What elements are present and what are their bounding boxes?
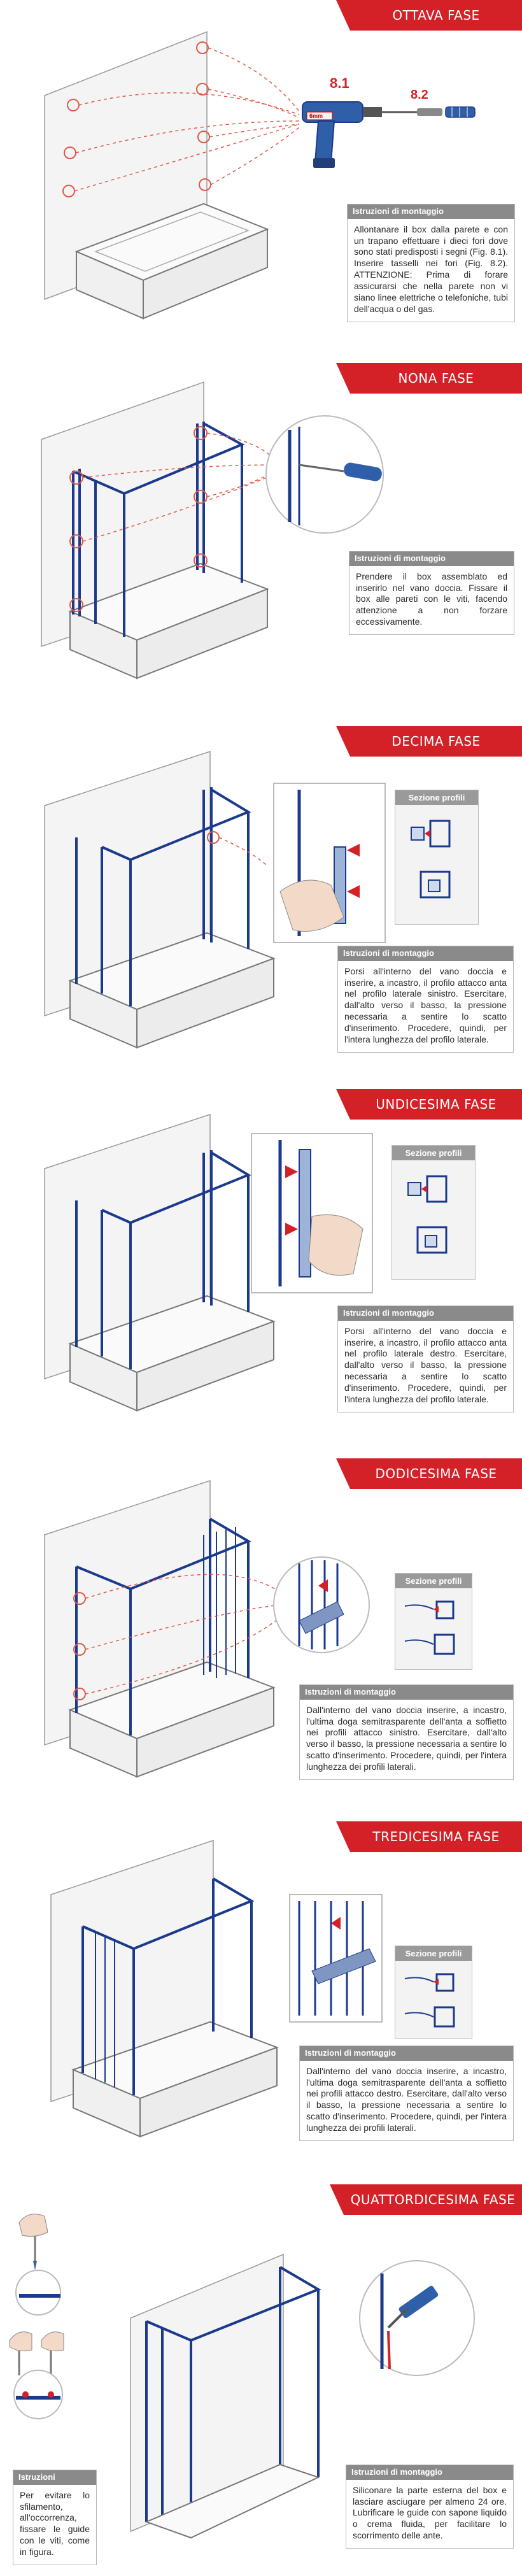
box-fixing-illustration — [41, 381, 384, 680]
phase-title: DODICESIMA FASE — [336, 1458, 522, 1489]
instructions-box: Istruzioni di montaggio Prendere il box … — [349, 551, 514, 636]
profile-insertion-right-illustration — [44, 1113, 373, 1412]
phase-title: OTTAVA FASE — [336, 0, 522, 31]
side-instructions-box: Istruzioni Per evitare lo sfilamento, al… — [13, 2470, 97, 2566]
instructions-text: Siliconare la parte esterna del box e la… — [353, 2484, 507, 2541]
profile-section-diagram — [404, 1600, 455, 1655]
section-heading: Sezione profili — [392, 1146, 475, 1160]
side-instructions-heading: Istruzioni — [13, 2470, 96, 2485]
instructions-text: Allontanare il box dalla parete e con un… — [354, 224, 508, 314]
silicone-sealing-illustration — [9, 2214, 475, 2539]
instructions-heading: Istruzioni di montaggio — [346, 2465, 513, 2480]
phase-title: DECIMA FASE — [336, 726, 522, 757]
instructions-heading: Istruzioni di montaggio — [349, 551, 514, 566]
profile-section-diagram — [404, 1973, 455, 2028]
section-profile-panel: Sezione profili — [392, 1145, 476, 1280]
section-profile-panel: Sezione profili — [395, 1573, 472, 1670]
folding-door-left-illustration — [44, 1479, 370, 1778]
instructions-text: Porsi all'interno del vano doccia e inse… — [344, 1325, 507, 1405]
instructions-text: Prendere il box assemblato ed inserirlo … — [356, 571, 507, 627]
instructions-box: Istruzioni di montaggio Porsi all'intern… — [337, 1306, 514, 1413]
instructions-text: Porsi all'interno del vano doccia e inse… — [344, 965, 507, 1045]
section-profile-panel: Sezione profili — [395, 790, 479, 925]
instructions-heading: Istruzioni di montaggio — [300, 2046, 513, 2061]
instructions-heading: Istruzioni di montaggio — [300, 1685, 513, 1700]
section-heading: Sezione profili — [395, 1946, 472, 1961]
phase-ottava: OTTAVA FASE — [0, 0, 522, 353]
instructions-heading: Istruzioni di montaggio — [338, 946, 513, 961]
phase-nona: NONA FASE Istruzioni di montaggi — [0, 363, 522, 720]
phase-quattordicesima: QUATTORDICESIMA FASE Istruzioni Per evit — [0, 2184, 522, 2576]
phase-tredicesima: TREDICESIMA FASE Sezione profili — [0, 1821, 522, 2178]
side-instructions-text: Per evitare lo sfilamento, all'occorrenz… — [20, 2489, 90, 2558]
profile-section-diagram — [411, 820, 451, 899]
instructions-box: Istruzioni di montaggio Siliconare la pa… — [346, 2465, 514, 2549]
phase-decima: DECIMA FASE Sezione profili — [0, 726, 522, 1083]
phase-title: NONA FASE — [336, 363, 522, 394]
instructions-heading: Istruzioni di montaggio — [338, 1306, 513, 1321]
profile-insertion-illustration — [44, 750, 386, 1049]
instructions-text: Dall'interno del vano doccia inserire, a… — [306, 1704, 507, 1772]
folding-door-right-illustration — [50, 1839, 383, 2138]
section-heading: Sezione profili — [395, 790, 478, 805]
instructions-box: Istruzioni di montaggio Allontanare il b… — [347, 204, 515, 322]
instructions-box: Istruzioni di montaggio Dall'interno del… — [299, 2046, 514, 2142]
phase-title: QUATTORDICESIMA FASE — [330, 2184, 522, 2215]
instructions-box: Istruzioni di montaggio Dall'interno del… — [299, 1684, 514, 1781]
instructions-box: Istruzioni di montaggio Porsi all'intern… — [337, 946, 514, 1053]
drill-brand-text: 6mm — [309, 113, 323, 119]
figure-label-8-1: 8.1 — [330, 75, 349, 91]
section-heading: Sezione profili — [395, 1574, 472, 1588]
wall-drilling-illustration — [44, 31, 476, 320]
phase-dodicesima: DODICESIMA FASE Sezione profili — [0, 1458, 522, 1815]
phase-undicesima: UNDICESIMA FASE Sezione profili Istruzio… — [0, 1089, 522, 1452]
section-profile-panel: Sezione profili — [395, 1946, 472, 2039]
phase-title: UNDICESIMA FASE — [336, 1089, 522, 1120]
figure-label-8-2: 8.2 — [411, 88, 428, 102]
profile-section-diagram — [407, 1175, 448, 1254]
phase-title: TREDICESIMA FASE — [336, 1821, 522, 1852]
instructions-heading: Istruzioni di montaggio — [348, 204, 514, 219]
instructions-text: Dall'interno del vano doccia inserire, a… — [306, 2065, 507, 2133]
